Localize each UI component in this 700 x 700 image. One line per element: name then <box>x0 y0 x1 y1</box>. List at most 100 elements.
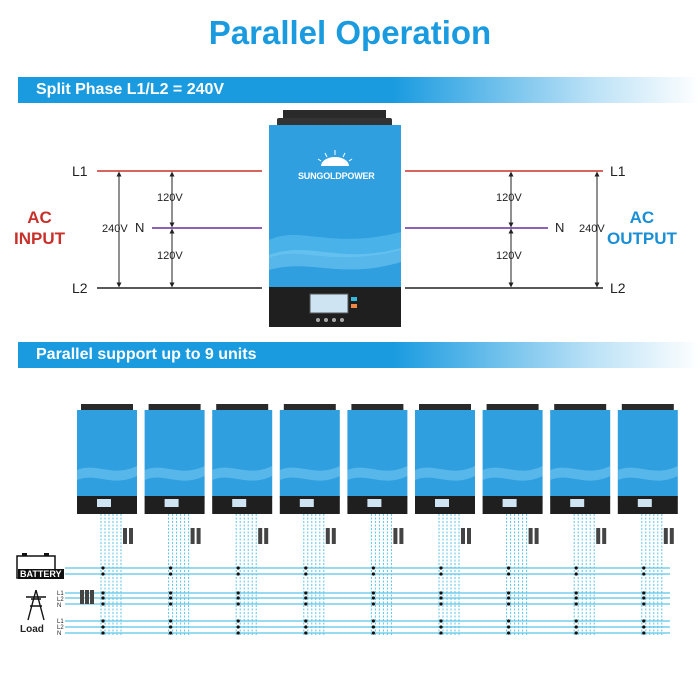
bus-node <box>574 631 578 635</box>
parallel-support-banner: Parallel support up to 9 units <box>18 342 700 368</box>
load-label: Load <box>20 624 44 635</box>
inverter-unit <box>617 404 678 544</box>
bus-node <box>169 566 173 570</box>
bus-node <box>574 572 578 576</box>
breaker <box>534 528 539 544</box>
inverter-unit <box>550 404 611 544</box>
right-120v-top-label: 120V <box>496 192 522 204</box>
bus-node <box>169 572 173 576</box>
power-tower-icon <box>26 589 46 621</box>
bus-node <box>439 625 443 629</box>
bus-node <box>642 619 646 623</box>
right-n-label: N <box>555 220 565 235</box>
load-l2-label: L2 <box>57 625 64 631</box>
bus-node <box>101 591 105 595</box>
breaker <box>467 528 471 544</box>
breaker <box>325 528 330 544</box>
main-inverter <box>269 110 401 327</box>
bus-node <box>236 596 240 600</box>
ac-output-label: AC OUTPUT <box>607 207 677 249</box>
left-240v-label: 240V <box>102 223 128 235</box>
bus-node <box>507 631 511 635</box>
bus-node <box>371 602 375 606</box>
bus-node <box>439 572 443 576</box>
load-l1-label: L1 <box>57 619 64 625</box>
bus-node <box>304 619 308 623</box>
inverter-unit <box>415 404 475 544</box>
bus-node <box>371 596 375 600</box>
grid-breaker <box>80 590 84 604</box>
left-l2-label: L2 <box>72 280 88 296</box>
bus-node <box>439 591 443 595</box>
bus-node <box>574 619 578 623</box>
split-phase-banner: Split Phase L1/L2 = 240V <box>18 77 700 103</box>
bus-node <box>304 572 308 576</box>
bus-node <box>642 631 646 635</box>
bus-node <box>101 631 105 635</box>
left-n-label: N <box>135 220 145 235</box>
left-120v-bottom-label: 120V <box>157 250 183 262</box>
bus-node <box>236 572 240 576</box>
sun-logo-icon <box>317 150 353 166</box>
ac-input-line1: AC <box>27 208 52 227</box>
inverter-unit <box>279 404 340 544</box>
page-title: Parallel Operation <box>208 14 492 51</box>
bus-node <box>236 591 240 595</box>
bus-node <box>574 602 578 606</box>
inverter-unit <box>77 404 137 544</box>
bus-node <box>574 596 578 600</box>
bus-node <box>574 591 578 595</box>
bus-node <box>169 619 173 623</box>
breaker <box>196 528 201 544</box>
grid-l2-label: L2 <box>57 597 64 603</box>
bus-node <box>439 596 443 600</box>
bus-node <box>236 566 240 570</box>
bus-node <box>304 631 308 635</box>
bus-node <box>169 631 173 635</box>
breaker <box>663 528 668 544</box>
breaker <box>331 528 336 544</box>
inverter-unit <box>347 404 408 544</box>
bus-node <box>507 591 511 595</box>
breaker <box>123 528 127 544</box>
ac-input-line2: INPUT <box>14 229 65 248</box>
bus-node <box>507 566 511 570</box>
right-l2-label: L2 <box>610 280 626 296</box>
ac-output-line2: OUTPUT <box>607 229 677 248</box>
load-n-label: N <box>57 631 62 637</box>
breaker <box>461 528 465 544</box>
bus-node <box>101 596 105 600</box>
breaker <box>669 528 674 544</box>
left-l1-label: L1 <box>72 163 88 179</box>
right-120v-bottom-label: 120V <box>496 250 522 262</box>
bus-node <box>371 566 375 570</box>
bus-node <box>642 602 646 606</box>
breaker <box>399 528 404 544</box>
bus-node <box>371 619 375 623</box>
breaker <box>264 528 269 544</box>
breaker <box>258 528 263 544</box>
bus-node <box>101 566 105 570</box>
breaker <box>393 528 398 544</box>
bus-node <box>304 602 308 606</box>
bus-node <box>642 572 646 576</box>
bus-node <box>574 566 578 570</box>
inverter-unit <box>482 404 543 544</box>
grid-breaker <box>90 590 94 604</box>
bus-node <box>642 625 646 629</box>
breaker <box>602 528 607 544</box>
bus-node <box>304 596 308 600</box>
bus-node <box>371 631 375 635</box>
bus-node <box>439 566 443 570</box>
breaker <box>129 528 133 544</box>
bus-node <box>507 596 511 600</box>
breaker <box>528 528 533 544</box>
bus-node <box>236 602 240 606</box>
bus-node <box>101 619 105 623</box>
bus-node <box>101 572 105 576</box>
breaker <box>190 528 195 544</box>
right-240v-label: 240V <box>579 223 605 235</box>
bus-node <box>304 625 308 629</box>
bus-node <box>304 566 308 570</box>
